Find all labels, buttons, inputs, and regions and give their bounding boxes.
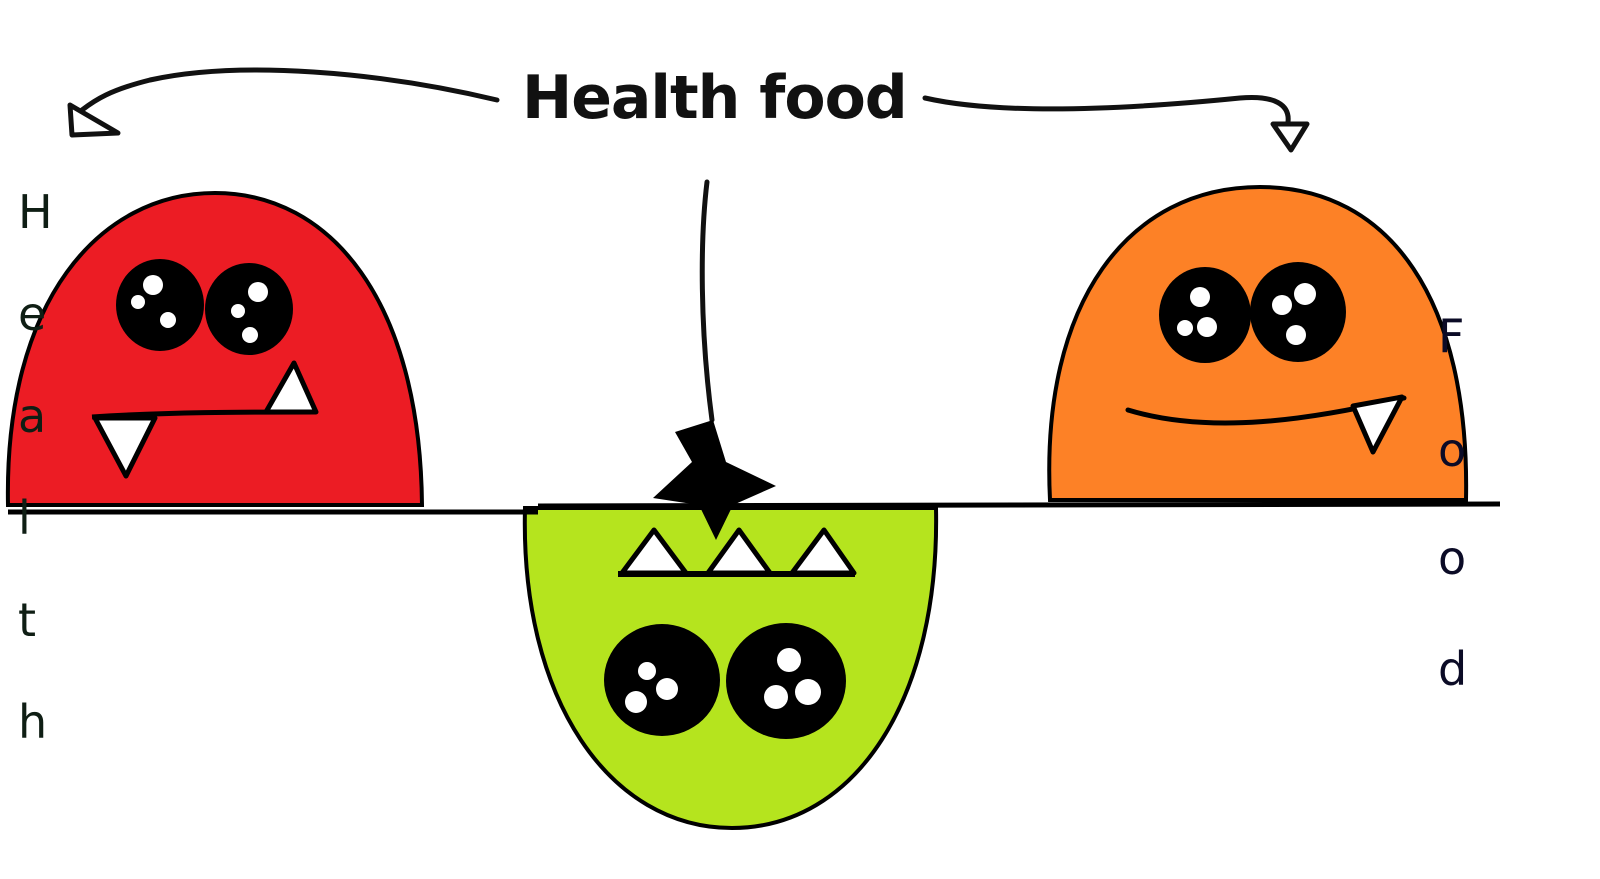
green-teeth bbox=[618, 527, 857, 577]
right-vertical-word: F o o d bbox=[1438, 309, 1467, 696]
red-mouth bbox=[91, 360, 319, 479]
left-letter: a bbox=[18, 389, 46, 443]
left-arrow bbox=[67, 67, 500, 138]
right-letter: d bbox=[1438, 642, 1467, 696]
green-monster bbox=[522, 506, 939, 831]
red-eyes bbox=[116, 259, 293, 355]
right-arrow bbox=[922, 94, 1310, 153]
red-blob bbox=[5, 190, 425, 507]
left-letter: H bbox=[18, 185, 53, 239]
base-line bbox=[8, 501, 1501, 515]
left-vertical-word: H e a l t h bbox=[18, 185, 53, 749]
right-letter: F bbox=[1438, 309, 1464, 363]
left-letter: t bbox=[18, 593, 36, 647]
left-arrowhead-icon bbox=[67, 102, 121, 138]
orange-monster bbox=[1047, 184, 1469, 502]
center-arrow bbox=[699, 179, 715, 423]
orange-eyes bbox=[1159, 262, 1346, 363]
left-letter: e bbox=[18, 287, 46, 341]
orange-mouth bbox=[1125, 394, 1407, 455]
title: Health food bbox=[522, 63, 907, 133]
right-arrowhead-icon bbox=[1270, 121, 1310, 153]
left-letter: l bbox=[18, 491, 31, 545]
left-letter: h bbox=[18, 695, 47, 749]
orange-blob bbox=[1047, 184, 1469, 502]
red-monster bbox=[5, 190, 425, 507]
right-letter: o bbox=[1438, 531, 1466, 585]
star-icon bbox=[653, 420, 776, 540]
green-eyes bbox=[604, 623, 846, 739]
right-letter: o bbox=[1438, 423, 1466, 477]
